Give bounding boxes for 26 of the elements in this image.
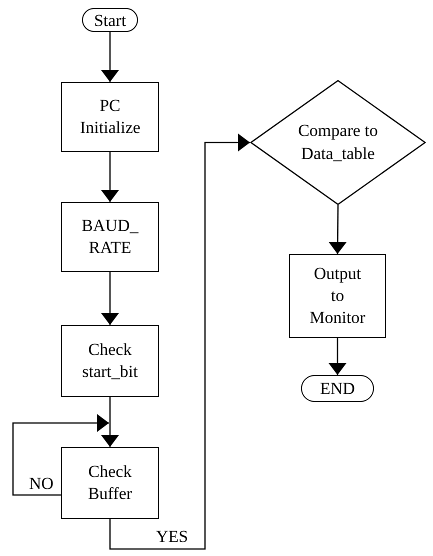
process-box bbox=[289, 254, 386, 338]
arrow bbox=[12, 414, 109, 496]
edge-label: YES bbox=[155, 528, 190, 545]
process-box bbox=[61, 447, 159, 519]
arrow bbox=[328, 338, 346, 375]
node-text: BAUD_ RATE bbox=[80, 214, 140, 259]
node-text: Output to Monitor bbox=[308, 262, 366, 330]
node-text: Start bbox=[94, 12, 126, 28]
node-text: END bbox=[320, 380, 355, 397]
arrow bbox=[101, 397, 119, 447]
node-text: PC Initialize bbox=[80, 94, 140, 139]
node-text: Check start_bit bbox=[81, 338, 139, 383]
terminal-shape bbox=[82, 8, 138, 32]
arrow bbox=[101, 32, 119, 82]
node-text: Compare to Data_table bbox=[297, 120, 379, 164]
arrow bbox=[101, 272, 119, 325]
arrow bbox=[101, 152, 119, 202]
edge-label: NO bbox=[28, 475, 55, 492]
node-text: Check Buffer bbox=[86, 460, 134, 505]
arrow bbox=[328, 205, 347, 254]
process-box bbox=[61, 82, 159, 152]
process-box bbox=[61, 202, 159, 272]
decision-diamond bbox=[250, 80, 426, 205]
arrow bbox=[109, 134, 250, 550]
terminal-shape bbox=[301, 375, 374, 402]
process-box bbox=[61, 325, 159, 397]
